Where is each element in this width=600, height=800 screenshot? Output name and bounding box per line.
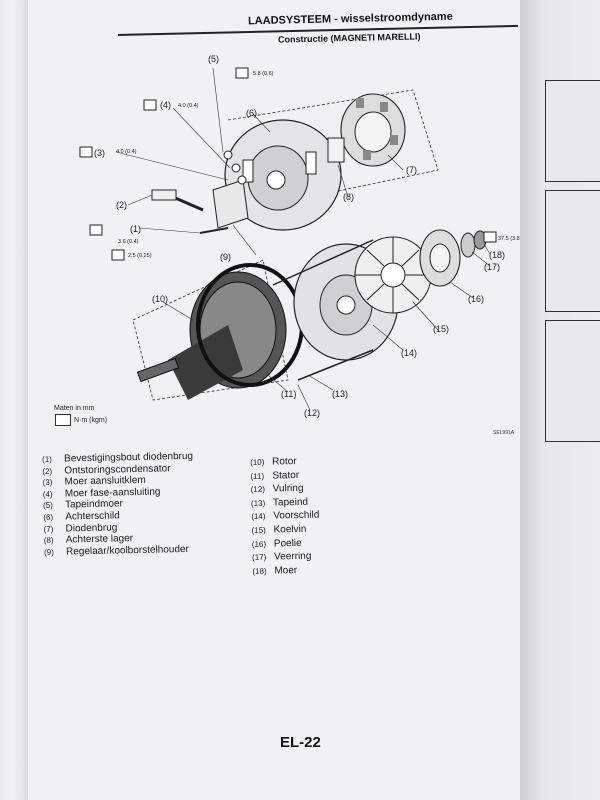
rotor-part (136, 271, 287, 400)
svg-text:4.0 (0.4): 4.0 (0.4) (116, 149, 137, 155)
torque-spec-9: 2.5 (0.25) (111, 249, 152, 261)
parts-legend-left: (1)Bevestigingsbout diodenbrug (2)Ontsto… (42, 451, 195, 558)
stud-bolt (272, 239, 374, 286)
callout-3: (3) (94, 148, 105, 158)
small-fasteners (151, 150, 247, 234)
callout-13: (13) (332, 389, 348, 399)
callout-4: (4) (160, 100, 171, 110)
pulley-part (419, 229, 461, 287)
callout-15: (15) (433, 324, 449, 334)
torque-spec-18: 37.5 (3.8) (483, 231, 522, 243)
facing-page-figure (545, 80, 600, 182)
callout-17: (17) (484, 262, 500, 272)
svg-text:5.8 (0.6): 5.8 (0.6) (253, 71, 274, 77)
figure-code: SEL991A (493, 430, 515, 436)
torque-spec-5: 5.8 (0.6) (235, 67, 274, 79)
torque-unit-label: N·m (kgm) (74, 417, 108, 424)
torque-spec-1: 3.6 (0.4) (89, 224, 139, 245)
legend-item: (15)Koelvin (251, 523, 307, 536)
regulator-part (212, 179, 249, 229)
diode-bridge-part (340, 93, 406, 167)
svg-text:37.5 (3.8): 37.5 (3.8) (498, 236, 522, 242)
legend-item: (11)Stator (250, 469, 300, 482)
legend-item: (18)Moer (252, 564, 298, 577)
torque-spec-3: 4.0 (0.4) (79, 146, 137, 158)
torque-wrench-icon (55, 414, 71, 426)
stud-bolt (297, 349, 374, 381)
cooling-fan-part (354, 236, 432, 314)
page-title: LAADSYSTEEM - wisselstroomdyname (247, 10, 453, 28)
units-note: Maten in mm (54, 405, 95, 412)
callout-7: (7) (406, 165, 417, 175)
legend-item: (13)Tapeind (250, 496, 309, 509)
facing-page-figure (545, 190, 600, 312)
facing-page-figure (545, 320, 600, 442)
callout-11: (11) (281, 389, 296, 399)
rear-shield-part (224, 119, 342, 231)
legend-item: (16)Poelie (251, 537, 302, 550)
callout-16: (16) (468, 294, 484, 304)
callout-12: (12) (304, 408, 320, 418)
callout-14: (14) (401, 348, 417, 358)
exploded-view-diagram: (5) (4) (3) (2) (1) (6) (7) (8) (9) (10)… (79, 54, 522, 418)
torque-spec-4: 4.0 (0.4) (143, 99, 199, 111)
spring-washer-part (460, 232, 476, 258)
callout-9: (9) (220, 252, 231, 262)
legend-item: (17)Veerring (252, 550, 312, 563)
page-stack-edges (0, 0, 30, 800)
manual-page: LAADSYSTEEM - wisselstroomdyname Constru… (28, 0, 528, 800)
parts-legend-right: (10)Rotor (11)Stator (12)Vulring (13)Tap… (250, 455, 321, 579)
callout-1: (1) (130, 224, 141, 234)
legend-item: (12)Vulring (250, 483, 304, 495)
page-header: LAADSYSTEEM - wisselstroomdyname Constru… (28, 0, 528, 45)
callout-5: (5) (208, 54, 219, 64)
page-number: EL-22 (280, 734, 321, 751)
svg-text:4.0 (0.4): 4.0 (0.4) (178, 103, 199, 109)
legend-item: (14)Voorschild (251, 509, 320, 522)
callout-8: (8) (343, 192, 354, 202)
svg-text:2.5 (0.25): 2.5 (0.25) (128, 253, 152, 259)
callout-2: (2) (116, 200, 127, 210)
rear-bearing-part (327, 137, 345, 163)
callout-10: (10) (152, 294, 168, 304)
callout-18: (18) (489, 250, 505, 260)
callout-6: (6) (246, 108, 257, 118)
legend-item: (10)Rotor (250, 456, 297, 468)
svg-text:3.6 (0.4): 3.6 (0.4) (118, 239, 139, 245)
legend-item: (9)Regelaar/koolborstelhouder (43, 543, 190, 558)
facing-page-edge (520, 0, 600, 800)
